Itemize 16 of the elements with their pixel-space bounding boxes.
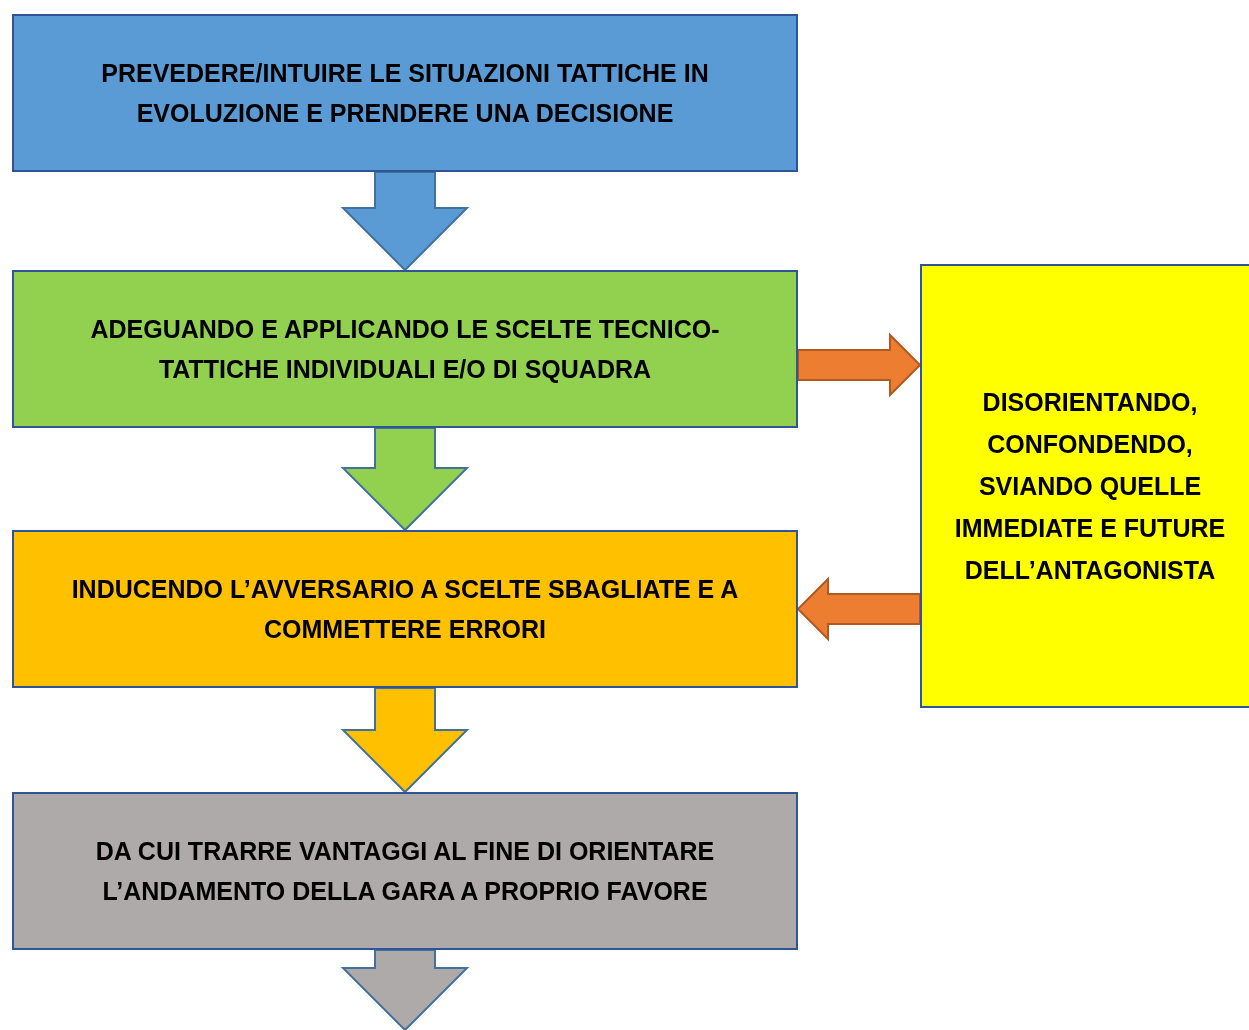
block-arrow	[340, 171, 470, 272]
block-arrow	[340, 687, 470, 794]
block-arrow	[340, 949, 470, 1030]
block-arrow	[340, 427, 470, 532]
process-box	[12, 792, 798, 950]
box-text: ADEGUANDO E APPLICANDO LE SCELTE TECNICO-TATTICHE INDIVIDUALI E/O DI SQUADRA	[89, 314, 721, 385]
box-text: INDUCENDO L’AVVERSARIO A SCELTE SBAGLIATE E A COMMETTERE ERRORI	[70, 574, 740, 645]
process-box	[920, 264, 1249, 708]
box-text: DISORIENTANDO, CONFONDENDO, SVIANDO QUELLE IMMEDIATE E FUTURE DELL’ANTAGONISTA	[953, 387, 1227, 586]
process-box	[12, 14, 798, 172]
process-box	[12, 270, 798, 428]
block-arrow	[797, 332, 922, 398]
block-arrow	[796, 576, 921, 642]
box-text: DA CUI TRARRE VANTAGGI AL FINE DI ORIENTARE L’ANDAMENTO DELLA GARA A PROPRIO FAVORE	[94, 836, 716, 907]
box-text: PREVEDERE/INTUIRE LE SITUAZIONI TATTICHE IN EVOLUZIONE E PRENDERE UNA DECISIONE	[100, 58, 710, 129]
process-box	[12, 530, 798, 688]
